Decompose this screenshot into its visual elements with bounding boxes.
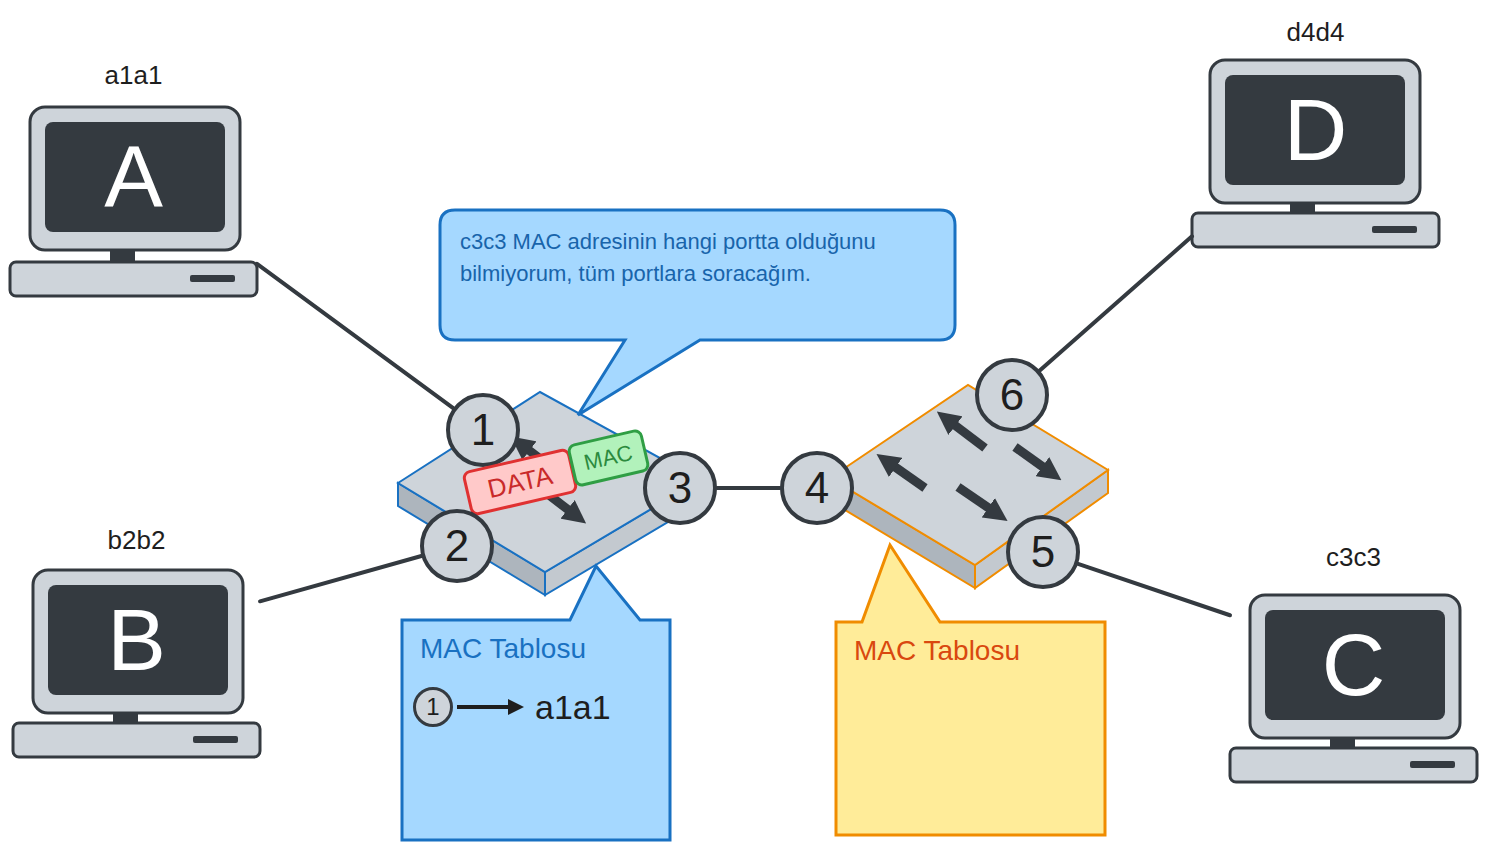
computer-letter: C xyxy=(1230,615,1477,715)
network-cable xyxy=(1040,236,1192,370)
computer-icon xyxy=(13,570,260,757)
port-number: 5 xyxy=(1031,530,1055,574)
mac-entry: a1a1 xyxy=(535,687,611,727)
mac-address-label: d4d4 xyxy=(1192,16,1439,48)
mac-table: 1 MAC Tablosu a1a1 xyxy=(402,620,670,840)
computer-node: d4d4D xyxy=(1192,8,1439,247)
computer-icon xyxy=(10,107,257,296)
switch-icon xyxy=(830,385,1108,588)
port-number: 4 xyxy=(805,466,829,510)
port-number: 6 xyxy=(1000,373,1024,417)
port-number: 3 xyxy=(668,466,692,510)
port-circle: 1 xyxy=(413,687,453,727)
packet-label: MAC xyxy=(582,442,635,474)
port-circle: 6 xyxy=(975,358,1049,432)
table-title: MAC Tablosu xyxy=(420,632,586,666)
table-outline xyxy=(836,545,1105,835)
computer-letter: B xyxy=(13,590,260,690)
network-cable xyxy=(260,556,421,601)
computer-letter: D xyxy=(1192,80,1439,180)
computer-node: a1a1A xyxy=(10,50,257,296)
network-cable xyxy=(1078,564,1230,615)
computer-node: c3c3C xyxy=(1230,532,1477,782)
packet-label: DATA xyxy=(485,462,555,502)
port-circle: 4 xyxy=(780,451,854,525)
port-circle: 3 xyxy=(643,451,717,525)
speech-bubble: c3c3 MAC adresinin hangi portta olduğunu… xyxy=(440,210,955,340)
table-title: MAC Tablosu xyxy=(854,634,1020,668)
speech-bubble-outline xyxy=(440,210,955,415)
speech-text: c3c3 MAC adresinin hangi portta olduğunu… xyxy=(460,226,935,290)
port-circle: 2 xyxy=(420,509,494,583)
entry-arrowhead xyxy=(508,699,524,715)
mac-address-label: c3c3 xyxy=(1230,541,1477,573)
computer-icon xyxy=(1230,595,1477,782)
port-circle: 5 xyxy=(1006,515,1080,589)
mac-table: MAC Tablosu xyxy=(836,622,1105,835)
mac-address-label: b2b2 xyxy=(13,524,260,556)
entry-arrow xyxy=(457,705,512,709)
computer-node: b2b2B xyxy=(13,515,260,757)
computer-letter: A xyxy=(10,127,257,227)
port-number: 1 xyxy=(471,408,495,452)
network-cable xyxy=(717,486,780,490)
table-outline xyxy=(402,566,670,840)
mac-address-label: a1a1 xyxy=(10,59,257,91)
port-number: 2 xyxy=(445,524,469,568)
port-circle: 1 xyxy=(446,393,520,467)
port-number: 1 xyxy=(426,695,439,719)
network-cable xyxy=(257,264,453,408)
computer-icon xyxy=(1192,60,1439,247)
